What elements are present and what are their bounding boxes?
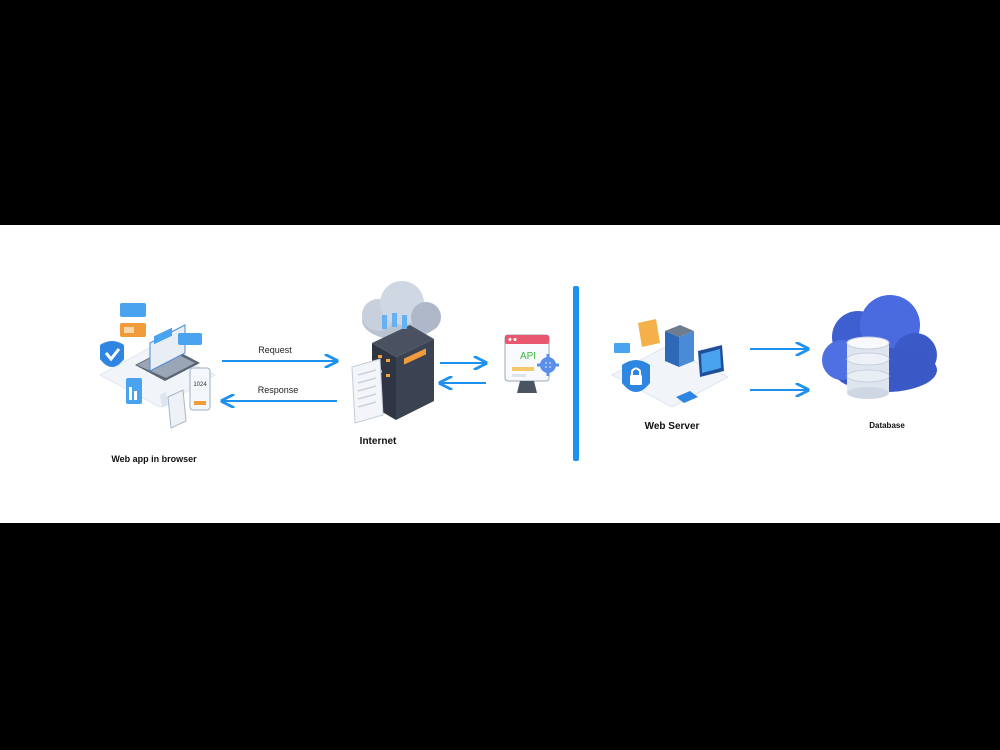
api-illustration [504,334,559,393]
diagram-canvas: 1024 [98,281,937,461]
web-server-illustration [610,319,730,408]
web-server-label: Web Server [644,421,700,432]
web-app-label: Web app in browser [111,454,197,464]
api-badge: API [520,351,536,362]
diagram-panel: 1024 [0,225,1000,523]
phone-screen-code: 1024 [193,382,207,388]
response-label: Response [257,385,299,395]
internet-label: Internet [359,436,397,447]
database-illustration [822,295,937,399]
web-app-illustration [98,303,217,429]
request-label: Request [258,345,292,355]
database-label: Database [869,421,905,430]
client-server-divider [573,286,579,461]
internet-illustration [351,281,441,424]
